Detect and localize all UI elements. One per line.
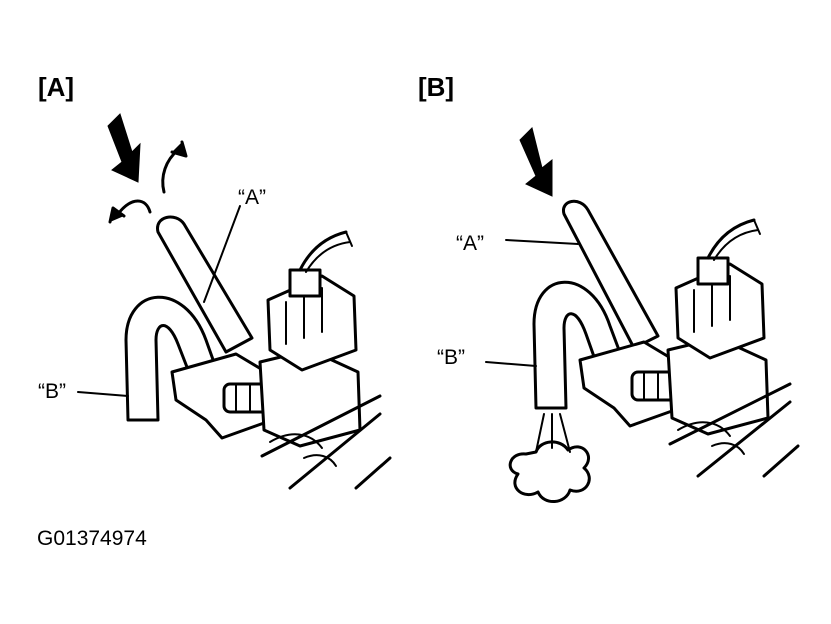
panel-a-hose-b [124, 295, 218, 422]
panel-b-label: [B] [418, 72, 455, 102]
panel-a-wire-harness [298, 230, 348, 272]
panel-a-label: [A] [38, 72, 75, 102]
panel-a-rotate-arrow-left-icon [116, 199, 152, 216]
panel-b-base-plate [668, 382, 792, 446]
panel-a-connector [266, 274, 358, 372]
figure-id: G01374974 [37, 527, 147, 550]
panel-a-callout-a: “A” [238, 186, 266, 209]
panel-a-airflow-arrow-icon [107, 113, 141, 183]
panel-b-air-puff-icon [508, 413, 591, 503]
panel-b-connector [674, 262, 766, 360]
panel-a-base-plate [260, 394, 382, 458]
panel-a-hose-a [156, 215, 254, 354]
panel-b-drawing [485, 127, 800, 503]
panel-a-callout-b: “B” [38, 380, 66, 403]
panel-b-wire-harness [706, 218, 756, 260]
panel-b-hose-a [562, 199, 660, 350]
panel-a-rotate-arrow-right-icon [161, 148, 180, 194]
panel-b-callout-b: “B” [437, 346, 465, 369]
panel-b-callout-a: “A” [456, 232, 484, 255]
panel-b-hose-b [532, 280, 624, 410]
panel-b-airflow-arrow-icon [519, 127, 553, 197]
panel-a-drawing [77, 113, 392, 490]
